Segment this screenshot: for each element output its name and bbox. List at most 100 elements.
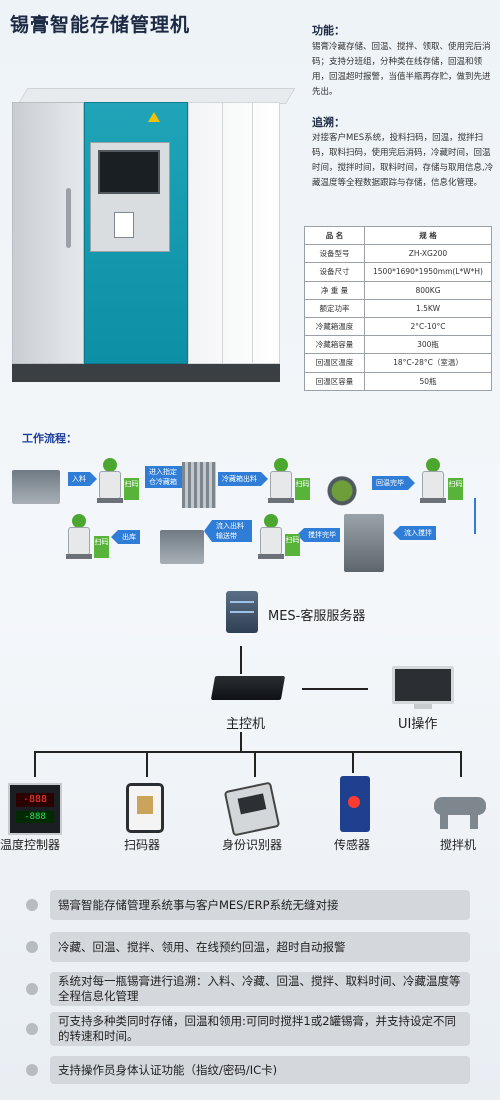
mixer-icon — [430, 783, 490, 829]
spec-value: ZH-XG200 — [364, 244, 492, 264]
spec-value: 800KG — [364, 280, 492, 300]
scan-badge: 扫码 — [295, 478, 310, 500]
controller-label: 主控机 — [226, 717, 266, 732]
spec-key: 回温区温度 — [304, 353, 365, 373]
feeder-machine-image — [12, 470, 60, 504]
spec-key: 冷藏箱温度 — [304, 316, 365, 337]
step-arrow: 流入搅拌 — [393, 526, 436, 540]
spec-key: 冷藏箱容量 — [304, 335, 365, 355]
scan-badge: 扫码 — [124, 478, 139, 500]
step-arrow: 出库 — [111, 530, 140, 544]
spec-value: 1.5KW — [364, 298, 492, 318]
device-label: 温度控制器 — [0, 838, 61, 852]
trace-heading: 追溯： — [312, 116, 345, 129]
robot-scanner-image — [256, 514, 286, 560]
bullet-dot — [26, 941, 38, 953]
spec-value: 50瓶 — [364, 371, 492, 391]
monitor-icon — [392, 666, 454, 704]
page-title: 锡膏智能存储管理机 — [10, 14, 191, 36]
server-icon — [226, 591, 258, 633]
feature-text: 系统对每一瓶锡膏进行追溯：入料、冷藏、回温、搅拌、取料时间、冷藏温度等全程信息化… — [50, 972, 470, 1006]
spec-value: 1500*1690*1950mm(L*W*H) — [364, 262, 492, 282]
storage-machine-image — [8, 88, 296, 393]
scan-badge: 扫码 — [448, 478, 463, 500]
step-arrow: 回温完毕 — [372, 476, 415, 490]
connector-line — [240, 646, 242, 674]
spec-header: 品 名 — [304, 225, 365, 246]
scan-badge: 扫码 — [285, 534, 300, 556]
connector-line — [302, 688, 368, 690]
spec-header-row: 品 名 规 格 — [304, 225, 492, 246]
sensor-icon — [340, 776, 370, 832]
function-heading: 功能： — [312, 24, 345, 37]
ui-label: UI操作 — [398, 717, 438, 732]
connector-line — [34, 751, 462, 753]
step-arrow: 搅拌完毕 — [297, 528, 340, 542]
robot-scanner-image — [64, 514, 94, 560]
conveyor-image — [160, 530, 204, 564]
temp-display-top: -888 — [16, 793, 54, 807]
spec-header: 规 格 — [364, 225, 492, 246]
thaw-rack-image — [318, 462, 366, 510]
warning-icon — [148, 112, 160, 122]
robot-scanner-image — [418, 458, 448, 504]
step-arrow: 入料 — [68, 472, 97, 486]
scanner-icon — [126, 783, 164, 833]
step-arrow: 流入出料输送带 — [204, 520, 252, 542]
connector-line — [352, 751, 354, 773]
step-arrow: 进入指定仓冷藏箱 — [145, 466, 191, 488]
robot-scanner-image — [266, 458, 296, 504]
spec-key: 回温区容量 — [304, 371, 365, 391]
storage-rack-image — [182, 462, 216, 508]
temperature-controller-icon: -888 -888 — [8, 783, 62, 835]
bullet-dot — [26, 899, 38, 911]
controller-icon — [210, 676, 286, 700]
flow-connector — [474, 498, 476, 534]
bullet-dot — [26, 983, 38, 995]
spec-key: 额定功率 — [304, 298, 365, 318]
device-label: 传感器 — [334, 838, 371, 852]
scan-badge: 扫码 — [94, 536, 109, 558]
feature-text: 支持操作员身体认证功能（指纹/密码/IC卡) — [50, 1056, 470, 1084]
spec-key: 设备尺寸 — [304, 262, 365, 282]
spec-value: 300瓶 — [364, 335, 492, 355]
server-label: MES-客服服务器 — [268, 609, 366, 624]
spec-key: 设备型号 — [304, 244, 365, 264]
spec-key: 净 重 量 — [304, 280, 365, 300]
monitor-stand — [414, 704, 432, 709]
machine-screen — [98, 150, 160, 194]
spec-value: 2°C-10°C — [364, 316, 492, 337]
mixer-image — [344, 514, 384, 572]
connector-line — [240, 732, 242, 752]
feature-item: 系统对每一瓶锡膏进行追溯：入料、冷藏、回温、搅拌、取料时间、冷藏温度等全程信息化… — [26, 972, 470, 1006]
device-label: 身份识别器 — [222, 838, 283, 852]
connector-line — [254, 751, 256, 777]
feature-text: 冷藏、回温、搅拌、领用、在线预约回温，超时自动报警 — [50, 932, 470, 962]
feature-item: 可支持多种类同时存储，回温和领用:可同时搅拌1或2罐锡膏，并支持设定不同的转速和… — [26, 1012, 470, 1046]
temp-display-bottom: -888 — [16, 811, 54, 823]
workflow-heading: 工作流程： — [22, 432, 77, 445]
trace-text: 对接客户MES系统，投料扫码，回温，搅拌扫码，取料扫码，使用完后消码，冷藏时间，… — [312, 133, 494, 188]
feature-text: 锡膏智能存储管理系统事与客户MES/ERP系统无缝对接 — [50, 890, 470, 920]
bullet-dot — [26, 1064, 38, 1076]
feature-item: 锡膏智能存储管理系统事与客户MES/ERP系统无缝对接 — [26, 890, 470, 920]
step-arrow: 冷藏箱出料 — [218, 472, 268, 486]
connector-line — [460, 751, 462, 777]
function-text: 锡膏冷藏存储、回温、搅拌、领取、使用完后消码；支持分班组，分种类在线存储，回温和… — [312, 42, 491, 97]
robot-scanner-image — [95, 458, 125, 504]
bullet-dot — [26, 1023, 38, 1035]
connector-line — [34, 751, 36, 777]
id-reader-icon — [223, 781, 281, 837]
feature-text: 可支持多种类同时存储，回温和领用:可同时搅拌1或2罐锡膏，并支持设定不同的转速和… — [50, 1012, 470, 1046]
device-label: 搅拌机 — [440, 838, 477, 852]
feature-item: 支持操作员身体认证功能（指纹/密码/IC卡) — [26, 1056, 470, 1084]
